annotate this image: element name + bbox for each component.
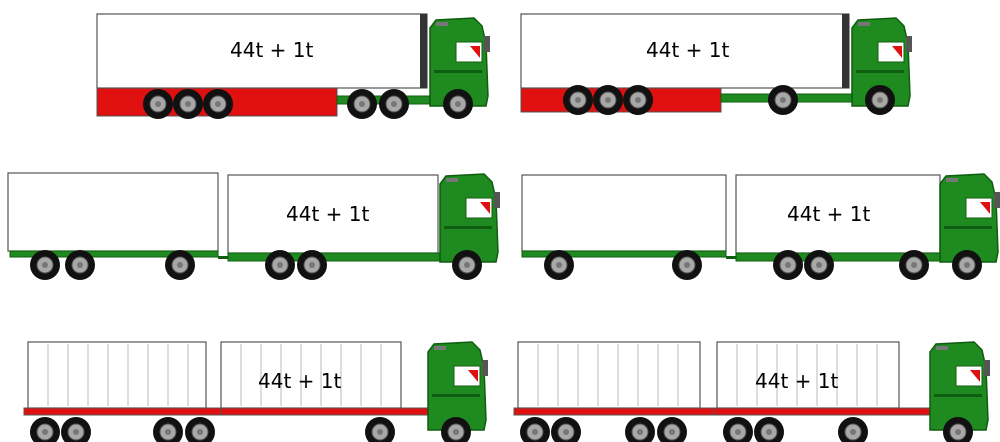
weight-label: 44t + 1t [230,38,313,62]
weight-label: 44t + 1t [787,202,870,226]
drawbar-trailer-box [8,173,218,251]
truck-r1-right: 44t + 1t [521,14,912,115]
weight-label: 44t + 1t [258,369,341,393]
container [518,342,700,408]
weight-label: 44t + 1t [755,369,838,393]
truck-r2-left: 44t + 1t [8,173,500,280]
truck-r3-right: 44t + 1t [514,342,990,442]
truck-r3-left: 44t + 1t [24,342,488,442]
truck-r2-right: 44t + 1t [522,174,1000,280]
weight-label: 44t + 1t [646,38,729,62]
weight-label: 44t + 1t [286,202,369,226]
drawbar-trailer-box [522,175,726,251]
container [28,342,206,408]
truck-r1-left: 44t + 1t [97,14,490,119]
